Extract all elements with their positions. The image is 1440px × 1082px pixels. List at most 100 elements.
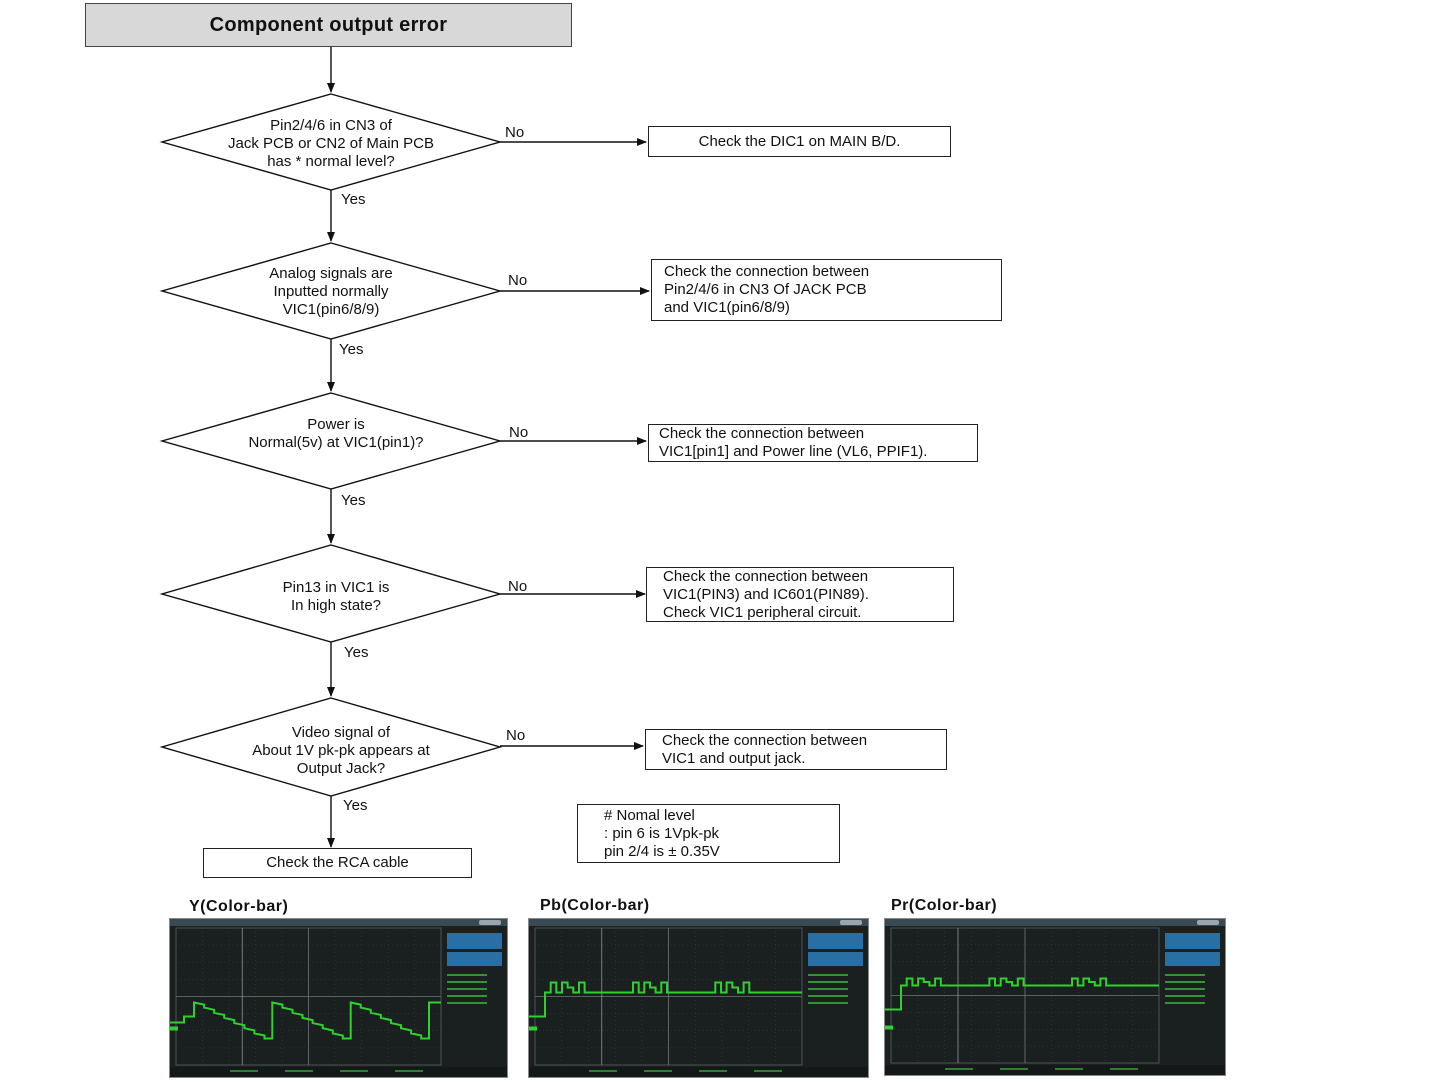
decision-text-1: Pin2/4/6 in CN3 of Jack PCB or CN2 of Ma… bbox=[181, 117, 481, 171]
scope-top-bar bbox=[885, 919, 1225, 926]
oscilloscope-y bbox=[169, 918, 508, 1078]
scope-status-bar bbox=[529, 1067, 868, 1077]
scope-trace bbox=[170, 1001, 441, 1040]
waveform-title-pr: Pr(Color-bar) bbox=[891, 897, 998, 914]
scope-trace bbox=[529, 981, 802, 1018]
decision-2-line-1: Analog signals are bbox=[269, 265, 393, 282]
action-box-3: Check the connection between VIC1[pin1] … bbox=[648, 424, 978, 462]
decision-3-line-1: Power is bbox=[307, 416, 365, 433]
normal-level-note: # Nomal level : pin 6 is 1Vpk-pk pin 2/4… bbox=[577, 804, 840, 863]
scope-panel-block bbox=[1165, 952, 1220, 966]
scope-status-readout bbox=[230, 1070, 258, 1072]
scope-readout-line bbox=[1165, 981, 1205, 983]
scope-status-readout bbox=[1110, 1068, 1138, 1070]
scope-panel-block bbox=[808, 933, 863, 949]
scope-status-readout bbox=[644, 1070, 672, 1072]
decision-5-line-1: Video signal of bbox=[291, 724, 391, 741]
scope-status-readout bbox=[1000, 1068, 1028, 1070]
no-label-1: No bbox=[505, 124, 525, 141]
decision-text-3: Power is Normal(5v) at VIC1(pin1)? bbox=[181, 416, 491, 452]
action-5-line-1: Check the connection between bbox=[662, 731, 868, 749]
scope-readout-line bbox=[808, 974, 848, 976]
waveform-title-pb: Pb(Color-bar) bbox=[540, 897, 650, 914]
yes-label-3: Yes bbox=[341, 492, 366, 509]
yes-label-5: Yes bbox=[343, 797, 368, 814]
action-box-5: Check the connection between VIC1 and ou… bbox=[645, 729, 947, 770]
scope-panel-block bbox=[808, 952, 863, 966]
decision-2-line-3: VIC1(pin6/8/9) bbox=[282, 301, 380, 318]
scope-panel-block bbox=[447, 933, 502, 949]
scope-status-readout bbox=[945, 1068, 973, 1070]
scope-top-bar bbox=[170, 919, 507, 926]
scope-trace bbox=[885, 977, 1159, 1011]
scope-menu-button bbox=[840, 920, 862, 925]
scope-menu-button bbox=[1197, 920, 1219, 925]
scope-panel-block bbox=[447, 952, 502, 966]
flowchart-title: Component output error bbox=[85, 3, 572, 47]
scope-readout-line bbox=[808, 1002, 848, 1004]
oscilloscope-pb-plot bbox=[529, 919, 868, 1077]
action-box-4: Check the connection between VIC1(PIN3) … bbox=[646, 567, 954, 622]
scope-ground-marker bbox=[885, 1025, 893, 1030]
scope-status-readout bbox=[699, 1070, 727, 1072]
scope-readout-line bbox=[1165, 995, 1205, 997]
decision-5-line-3: Output Jack? bbox=[296, 760, 386, 777]
scope-panel-block bbox=[1165, 933, 1220, 949]
yes-label-4: Yes bbox=[344, 644, 369, 661]
final-action-box: Check the RCA cable bbox=[203, 848, 472, 878]
action-4-line-2: VIC1(PIN3) and IC601(PIN89). bbox=[663, 585, 869, 603]
scope-ground-marker bbox=[529, 1026, 537, 1031]
scope-readout-line bbox=[447, 974, 487, 976]
decision-1-line-1: Pin2/4/6 in CN3 of bbox=[270, 117, 392, 134]
action-5-line-2: VIC1 and output jack. bbox=[662, 749, 806, 767]
decision-2-line-2: Inputted normally bbox=[273, 283, 389, 300]
yes-label-2: Yes bbox=[339, 341, 364, 358]
scope-ground-marker bbox=[170, 1026, 178, 1031]
note-line-1: # Nomal level bbox=[604, 806, 695, 824]
action-3-line-2: VIC1[pin1] and Power line (VL6, PPIF1). bbox=[659, 443, 928, 460]
scope-status-readout bbox=[340, 1070, 368, 1072]
note-line-2: : pin 6 is 1Vpk-pk bbox=[604, 824, 720, 842]
scope-readout-line bbox=[447, 988, 487, 990]
scope-status-bar bbox=[170, 1067, 507, 1077]
scope-status-readout bbox=[395, 1070, 423, 1072]
scope-menu-button bbox=[479, 920, 501, 925]
scope-top-bar bbox=[529, 919, 868, 926]
action-1-line-1: Check the DIC1 on MAIN B/D. bbox=[698, 132, 901, 150]
waveform-title-y: Y(Color-bar) bbox=[189, 898, 289, 915]
scope-readout-line bbox=[808, 988, 848, 990]
scope-readout-line bbox=[1165, 974, 1205, 976]
decision-text-2: Analog signals are Inputted normally VIC… bbox=[181, 265, 481, 319]
scope-readout-line bbox=[447, 1002, 487, 1004]
action-4-line-3: Check VIC1 peripheral circuit. bbox=[663, 603, 862, 621]
no-label-5: No bbox=[506, 727, 526, 744]
scope-readout-line bbox=[808, 981, 848, 983]
action-2-line-3: and VIC1(pin6/8/9) bbox=[664, 299, 790, 316]
decision-text-4: Pin13 in VIC1 is In high state? bbox=[181, 579, 491, 615]
scope-readout-line bbox=[1165, 1002, 1205, 1004]
oscilloscope-y-plot bbox=[170, 919, 507, 1077]
scope-status-readout bbox=[285, 1070, 313, 1072]
action-box-2: Check the connection between Pin2/4/6 in… bbox=[651, 259, 1002, 321]
decision-1-line-3: has * normal level? bbox=[267, 153, 395, 170]
final-action-text: Check the RCA cable bbox=[266, 854, 409, 871]
no-label-2: No bbox=[508, 272, 528, 289]
decision-1-line-2: Jack PCB or CN2 of Main PCB bbox=[228, 135, 434, 152]
action-2-line-2: Pin2/4/6 in CN3 Of JACK PCB bbox=[664, 281, 867, 298]
no-label-4: No bbox=[508, 578, 528, 595]
yes-label-1: Yes bbox=[341, 191, 366, 208]
scope-status-readout bbox=[1055, 1068, 1083, 1070]
action-2-line-1: Check the connection between bbox=[664, 263, 870, 280]
decision-4-line-2: In high state? bbox=[290, 597, 382, 614]
decision-3-line-2: Normal(5v) at VIC1(pin1)? bbox=[248, 434, 424, 451]
scope-status-readout bbox=[754, 1070, 782, 1072]
scope-readout-line bbox=[1165, 988, 1205, 990]
scope-readout-line bbox=[447, 981, 487, 983]
scope-status-readout bbox=[589, 1070, 617, 1072]
scope-readout-line bbox=[447, 995, 487, 997]
oscilloscope-pr-plot bbox=[885, 919, 1225, 1075]
action-4-line-1: Check the connection between bbox=[663, 567, 869, 585]
action-3-line-1: Check the connection between bbox=[659, 425, 865, 442]
decision-4-line-1: Pin13 in VIC1 is bbox=[282, 579, 390, 596]
